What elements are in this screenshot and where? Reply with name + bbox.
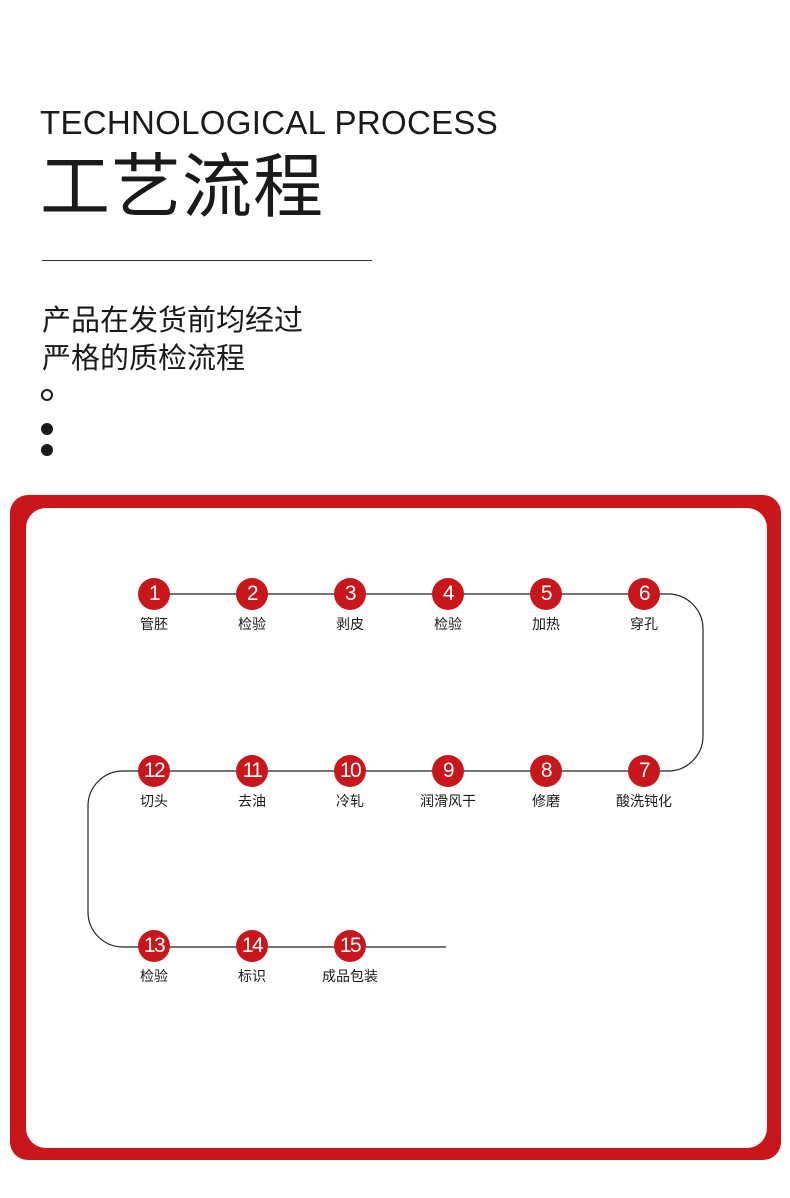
step-label: 检验	[238, 617, 266, 633]
step-number-badge: 15	[334, 930, 366, 962]
step-number-badge: 4	[432, 578, 464, 610]
process-step: 9 润滑风干	[393, 755, 503, 811]
process-step: 15 成品包装	[295, 930, 405, 986]
step-label: 润滑风干	[420, 794, 476, 810]
step-number-badge: 5	[530, 578, 562, 610]
process-step: 11 去油	[197, 755, 307, 811]
step-number-badge: 13	[138, 930, 170, 962]
process-step: 5 加热	[491, 578, 601, 634]
step-label: 成品包装	[322, 969, 378, 985]
step-number-badge: 10	[334, 755, 366, 787]
title-divider	[42, 260, 372, 261]
description-line-2: 严格的质检流程	[42, 341, 246, 375]
process-step: 13 检验	[99, 930, 209, 986]
flow-connector-line	[87, 593, 704, 948]
title-english: TECHNOLOGICAL PROCESS	[40, 104, 499, 141]
step-label: 去油	[238, 794, 266, 810]
step-label: 修磨	[532, 794, 560, 810]
process-step: 6 穿孔	[589, 578, 699, 634]
step-number-badge: 6	[628, 578, 660, 610]
step-number-badge: 12	[138, 755, 170, 787]
hollow-dot-decoration	[41, 389, 53, 401]
process-panel	[26, 508, 767, 1148]
process-step: 1 管胚	[99, 578, 209, 634]
process-step: 8 修磨	[491, 755, 601, 811]
step-number-badge: 2	[236, 578, 268, 610]
step-label: 穿孔	[630, 617, 658, 633]
step-number-badge: 9	[432, 755, 464, 787]
page-title: 工艺流程	[40, 146, 324, 228]
step-label: 加热	[532, 617, 560, 633]
step-number-badge: 8	[530, 755, 562, 787]
step-number-badge: 11	[236, 755, 268, 787]
description-line-1: 产品在发货前均经过	[42, 303, 304, 337]
step-number-badge: 7	[628, 755, 660, 787]
step-label: 检验	[140, 969, 168, 985]
step-label: 检验	[434, 617, 462, 633]
step-label: 标识	[238, 969, 266, 985]
process-step: 12 切头	[99, 755, 209, 811]
step-label: 酸洗钝化	[616, 794, 672, 810]
step-number-badge: 1	[138, 578, 170, 610]
step-label: 冷轧	[336, 794, 364, 810]
step-label: 切头	[140, 794, 168, 810]
solid-dot-decoration	[41, 423, 53, 435]
process-step: 2 检验	[197, 578, 307, 634]
solid-dot-decoration	[41, 444, 53, 456]
step-number-badge: 14	[236, 930, 268, 962]
process-step: 4 检验	[393, 578, 503, 634]
step-label: 剥皮	[336, 617, 364, 633]
process-step: 7 酸洗钝化	[589, 755, 699, 811]
step-label: 管胚	[140, 617, 168, 633]
process-step: 10 冷轧	[295, 755, 405, 811]
process-step: 3 剥皮	[295, 578, 405, 634]
step-number-badge: 3	[334, 578, 366, 610]
process-step: 14 标识	[197, 930, 307, 986]
